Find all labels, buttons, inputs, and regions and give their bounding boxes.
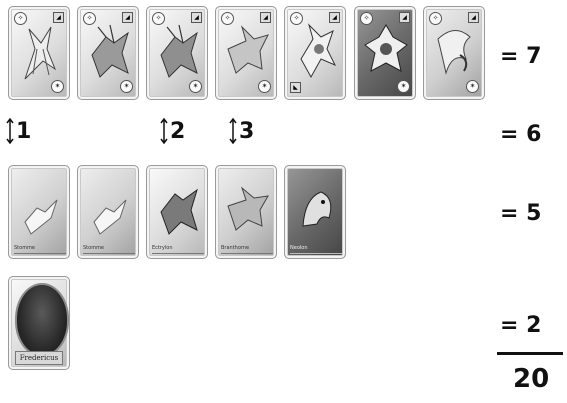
dragon-symbol-icon: ✶ xyxy=(189,80,202,93)
dragon-symbol-icon: ✶ xyxy=(258,80,271,93)
dragon-art-icon xyxy=(153,19,203,85)
card-name: Branthorne xyxy=(221,243,273,254)
dragon-art-icon xyxy=(15,19,65,85)
card-row1-6[interactable]: ✧ ◢ ✶ xyxy=(354,6,416,100)
swap-marker-1: 1 xyxy=(6,118,31,144)
score-row4: = 2 xyxy=(500,313,541,338)
score-row2: = 6 xyxy=(500,122,541,147)
dragon-symbol-icon: ✶ xyxy=(466,80,479,93)
card-row1-3[interactable]: ✧ ◢ ✶ xyxy=(146,6,208,100)
dragon-symbol-icon: ✶ xyxy=(120,80,133,93)
dragon-symbol-icon: ✶ xyxy=(51,80,64,93)
swap-marker-3: 3 xyxy=(229,118,254,144)
dragon-art-icon xyxy=(361,19,411,85)
dragon-symbol-icon: ✶ xyxy=(397,80,410,93)
card-name: Stomme xyxy=(83,243,135,254)
total-score: 20 xyxy=(513,364,549,394)
dragon-art-icon xyxy=(430,19,480,85)
card-row1-7[interactable]: ✧ ◢ ✶ xyxy=(423,6,485,100)
dragon-art-icon xyxy=(222,19,272,85)
card-name: Neolon xyxy=(290,243,342,254)
card-row3-3[interactable]: Ectrylon xyxy=(146,165,208,259)
dragon-art-icon xyxy=(84,19,134,85)
swap-label: 3 xyxy=(239,119,254,144)
swap-marker-2: 2 xyxy=(160,118,185,144)
card-row4-1[interactable]: Fredericus xyxy=(8,276,70,370)
card-row1-1[interactable]: ✧ ◢ ✶ xyxy=(8,6,70,100)
card-row3-5[interactable]: Neolon xyxy=(284,165,346,259)
dragon-art-icon xyxy=(291,19,341,85)
dragon-art-icon xyxy=(222,178,272,244)
card-name: Stomme xyxy=(14,243,66,254)
swap-label: 1 xyxy=(16,119,31,144)
card-row3-1[interactable]: Stomme xyxy=(8,165,70,259)
score-row3: = 5 xyxy=(500,201,541,226)
swap-label: 2 xyxy=(170,119,185,144)
dragon-art-icon xyxy=(291,178,341,244)
swap-arrow-icon xyxy=(229,118,237,144)
card-row1-5[interactable]: ✧ ◢ ◣ xyxy=(284,6,346,100)
dragon-art-icon xyxy=(153,178,203,244)
card-row1-4[interactable]: ✧ ◢ ✶ xyxy=(215,6,277,100)
total-rule xyxy=(497,352,563,355)
card-row3-2[interactable]: Stomme xyxy=(77,165,139,259)
dragon-art-icon xyxy=(15,178,65,244)
dragon-art-icon xyxy=(84,178,134,244)
swap-arrow-icon xyxy=(6,118,14,144)
card-name: Fredericus xyxy=(15,351,63,365)
corner-mark-icon: ◣ xyxy=(290,82,301,93)
card-row3-4[interactable]: Branthorne xyxy=(215,165,277,259)
king-portrait-icon xyxy=(15,283,69,357)
score-row1: = 7 xyxy=(500,44,541,69)
swap-arrow-icon xyxy=(160,118,168,144)
card-row1-2[interactable]: ✧ ◢ ✶ xyxy=(77,6,139,100)
card-name: Ectrylon xyxy=(152,243,204,254)
